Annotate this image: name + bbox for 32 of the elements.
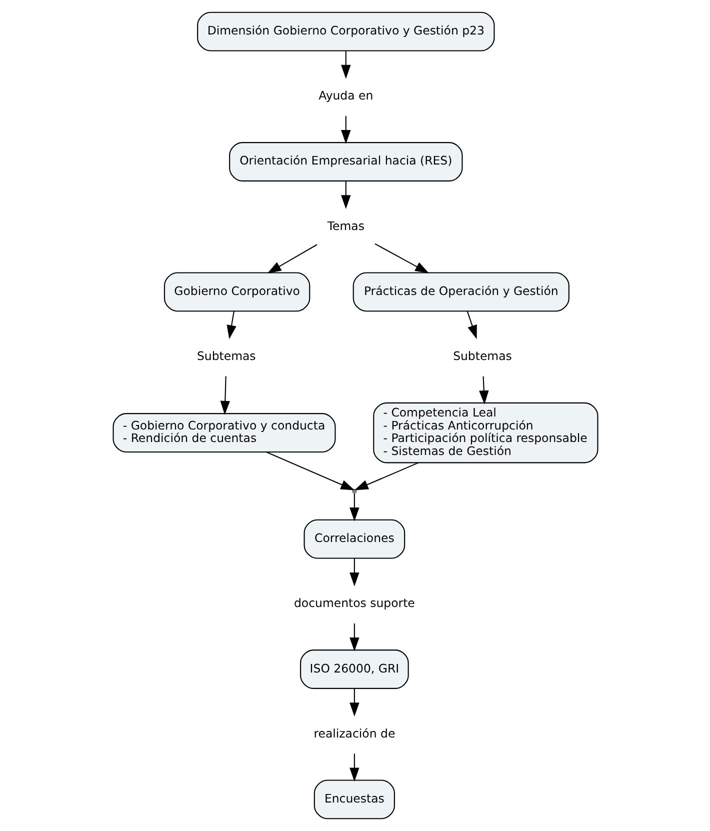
arrow — [349, 558, 359, 586]
node-point — [351, 488, 356, 494]
node-box: - Competencia Leal - Prácticas Anticorrupción - Participación política responsable - Sistemas de Gestión — [372, 402, 598, 464]
node-box: Encuestas — [313, 780, 394, 820]
node-text: Subtemas — [196, 349, 256, 364]
node-text: realización de — [313, 726, 395, 740]
arrow — [466, 311, 476, 340]
node-box: Prácticas de Operación y Gestión — [352, 272, 569, 312]
arrow — [226, 311, 236, 340]
node-box: Dimensión Gobierno Corporativo y Gestión p23 — [196, 12, 494, 52]
node-box: ISO 26000, GRI — [300, 650, 408, 689]
node-box: - Gobierno Corporativo y conducta - Rendición de cuentas — [112, 413, 336, 453]
node-box: Orientación Empresarial hacia (RES) — [228, 142, 462, 182]
node-text: documentos suporte — [293, 596, 414, 610]
node-box: Correlaciones — [303, 519, 405, 559]
arrow — [349, 754, 359, 782]
arrow — [349, 493, 359, 522]
arrow — [340, 50, 350, 79]
arrow — [354, 462, 418, 490]
arrow — [340, 181, 350, 209]
arrow — [349, 688, 359, 716]
arrow — [220, 376, 230, 415]
arrow — [266, 244, 317, 274]
arrow — [374, 243, 428, 274]
arrow — [349, 623, 359, 652]
node-text: Subtemas — [452, 349, 512, 364]
arrow — [478, 376, 488, 404]
node-text: Ayuda en — [318, 88, 373, 103]
node-text: Temas — [326, 218, 364, 233]
arrow — [340, 116, 350, 144]
node-box: Gobierno Corporativo — [163, 272, 310, 312]
arrow — [266, 452, 354, 490]
